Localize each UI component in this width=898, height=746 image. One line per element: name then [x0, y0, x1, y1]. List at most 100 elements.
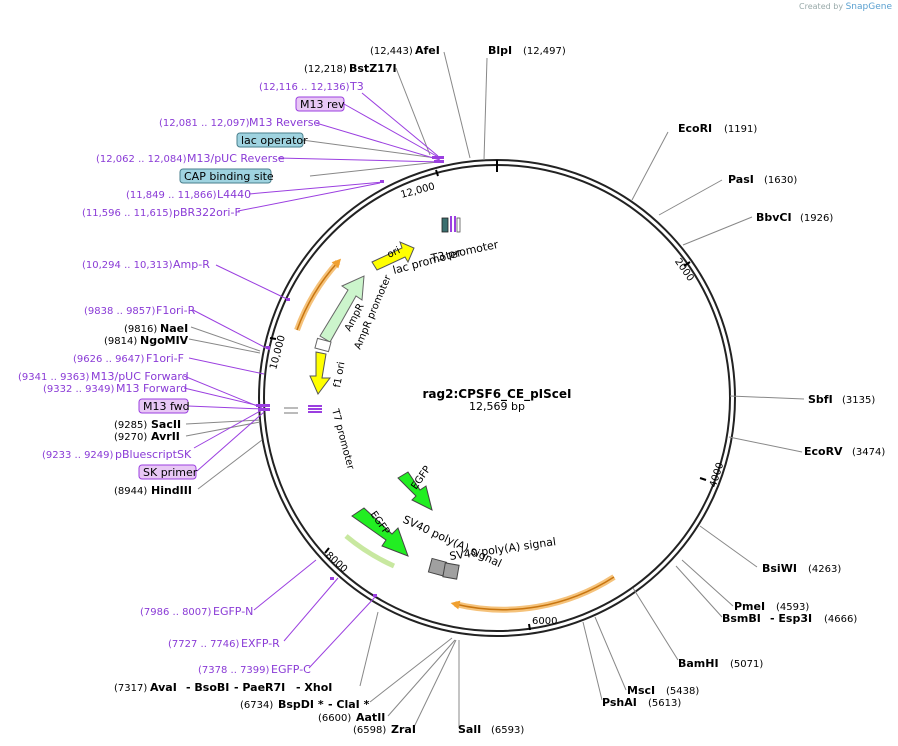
feature-arc-egfp	[344, 534, 396, 569]
feature-egfp1: EGFP	[409, 464, 433, 491]
enzyme-labels-right: EcoRI (1191) PasI (1630) BbvCI (1926) Sb…	[602, 122, 885, 709]
enzyme-sbfi: SbfI	[808, 393, 833, 406]
enzyme-pmei: PmeI	[734, 600, 765, 613]
enzyme-sali-pos: (6593)	[491, 725, 524, 736]
primer-m13pucforward: M13/pUC Forward	[91, 370, 189, 383]
box-m13fwd: M13 fwd	[143, 400, 190, 413]
enzyme-ecori: EcoRI	[678, 122, 712, 135]
enzyme-paer7i: - PaeR7I	[234, 681, 285, 694]
enzyme-pmei-pos: (4593)	[776, 602, 809, 613]
enzyme-labels-bottom: SalI (6593) ZraI (6598) AatII (6600) Bsp…	[114, 681, 524, 736]
enzyme-naei: NaeI	[160, 322, 188, 335]
enzyme-bspdi: BspDI *	[278, 698, 324, 711]
primer-t3: T3	[349, 80, 364, 93]
tick-mark-6000	[528, 623, 531, 631]
enzyme-zrai-pos: (6598)	[353, 725, 386, 736]
primer-ring-marks	[256, 156, 444, 597]
primer-m13pucreverse: M13/pUC Reverse	[187, 152, 285, 165]
enzyme-bamhi: BamHI	[678, 657, 719, 670]
primer-pbluescriptsk-range: (9233 .. 9249)	[42, 450, 114, 461]
enzyme-sacii-pos: (9285)	[114, 420, 147, 431]
enzyme-esp3i: - Esp3I	[770, 612, 812, 625]
enzyme-bamhi-pos: (5071)	[730, 659, 763, 670]
tick-mark-10000	[269, 337, 277, 340]
feature-ori-arrow	[371, 241, 415, 271]
box-lac-operator: lac operator	[241, 134, 308, 147]
primer-ampr-range: (10,294 .. 10,313)	[82, 260, 173, 271]
primer-pbr322orif-range: (11,596 .. 11,615)	[82, 208, 173, 219]
enzyme-aatii-pos: (6600)	[318, 713, 351, 724]
tick-mark-2000	[683, 261, 691, 267]
enzyme-ecori-pos: (1191)	[724, 124, 757, 135]
enzyme-bbvci: BbvCI	[756, 211, 792, 224]
boxed-labels: M13 rev lac operator CAP binding site M1…	[138, 96, 345, 480]
enzyme-bstz17i: BstZ17I	[349, 62, 397, 75]
enzyme-bsmbi-pos: (4666)	[824, 614, 857, 625]
enzyme-clai: - ClaI *	[328, 698, 370, 711]
enzyme-msci-pos: (5438)	[666, 686, 699, 697]
primer-m13reverse-range: (12,081 .. 12,097)	[159, 118, 250, 129]
primer-f1orir-range: (9838 .. 9857)	[84, 306, 156, 317]
enzyme-avrii: AvrII	[151, 430, 180, 443]
primer-f1orir: F1ori-R	[156, 304, 196, 317]
box-m13rev: M13 rev	[300, 98, 345, 111]
snapgene-credit: Created by SnapGene	[799, 2, 892, 12]
feature-t7-promoter: T7 promoter	[329, 407, 356, 472]
enzyme-blpi: BlpI	[488, 44, 512, 57]
enzyme-ngomiv-pos: (9814)	[104, 336, 137, 347]
primer-exfpr: EXFP-R	[241, 637, 280, 650]
enzyme-bbvci-pos: (1926)	[800, 213, 833, 224]
feature-f1ori-arrow	[309, 351, 331, 395]
features: ori lac promoter T3 promoter AmpR AmpR p…	[284, 216, 616, 613]
plasmid-name: rag2:CPSF6_CE_pISceI	[423, 387, 572, 402]
feature-ampr-arrow	[319, 275, 365, 343]
enzyme-bspdi-pos: (6734)	[240, 700, 273, 711]
plasmid-length: 12,569 bp	[469, 400, 525, 413]
primer-exfpr-range: (7727 .. 7746)	[168, 639, 240, 650]
primer-pbluescriptsk: pBluescriptSK	[115, 448, 192, 461]
enzyme-avai: AvaI	[150, 681, 177, 694]
primer-labels: (12,116 .. 12,136) T3 (12,081 .. 12,097)…	[18, 80, 364, 676]
primer-l4440: L4440	[217, 188, 251, 201]
enzyme-avai-pos: (7317)	[114, 683, 147, 694]
primer-m13pucreverse-range: (12,062 .. 12,084)	[96, 154, 187, 165]
primer-m13forward-range: (9332 .. 9349)	[43, 384, 115, 395]
tick-mark-4000	[699, 477, 707, 481]
tick-label-4000: 4000	[708, 461, 726, 489]
feature-egfp1-arrow	[397, 471, 433, 511]
enzyme-ngomiv: NgoMIV	[140, 334, 189, 347]
enzyme-bsmbi: BsmBI	[722, 612, 761, 625]
tick-mark-8000	[324, 547, 330, 554]
enzyme-pasi: PasI	[728, 173, 754, 186]
enzyme-blpi-pos: (12,497)	[523, 46, 566, 57]
enzyme-leader-lines	[185, 51, 805, 728]
feature-sv40-block2	[442, 562, 460, 580]
primer-m13forward: M13 Forward	[116, 382, 187, 395]
primer-ampr: Amp-R	[173, 258, 210, 271]
box-cap-binding-site: CAP binding site	[184, 170, 274, 183]
enzyme-pshai-pos: (5613)	[648, 698, 681, 709]
feature-t3-promoter: T3 promoter	[429, 238, 500, 265]
primer-t3-range: (12,116 .. 12,136)	[259, 82, 350, 93]
enzyme-ecorv: EcoRV	[804, 445, 843, 458]
box-sk-primer: SK primer	[143, 466, 198, 479]
enzyme-avrii-pos: (9270)	[114, 432, 147, 443]
enzyme-pasi-pos: (1630)	[764, 175, 797, 186]
tick-label-6000: 6000	[532, 616, 557, 627]
primer-egfpc-range: (7378 .. 7399)	[198, 665, 270, 676]
enzyme-sacii: SacII	[151, 418, 181, 431]
primer-f1orif: F1ori-F	[146, 352, 184, 365]
enzyme-hindiii-pos: (8944)	[114, 486, 147, 497]
enzyme-afei: AfeI	[415, 44, 440, 57]
enzyme-bsiwi-pos: (4263)	[808, 564, 841, 575]
enzyme-pshai: PshAI	[602, 696, 637, 709]
enzyme-labels-left: HindIII (8944) AvrII (9270) SacII (9285)…	[104, 44, 566, 497]
enzyme-afei-pos: (12,443)	[370, 46, 413, 57]
primer-egfpc: EGFP-C	[271, 663, 311, 676]
primer-f1orif-range: (9626 .. 9647)	[73, 354, 145, 365]
enzyme-ecorv-pos: (3474)	[852, 447, 885, 458]
primer-pbr322orif: pBR322ori-F	[173, 206, 241, 219]
feature-f1ori: f1 ori	[332, 361, 347, 389]
enzyme-sali: SalI	[458, 723, 481, 736]
